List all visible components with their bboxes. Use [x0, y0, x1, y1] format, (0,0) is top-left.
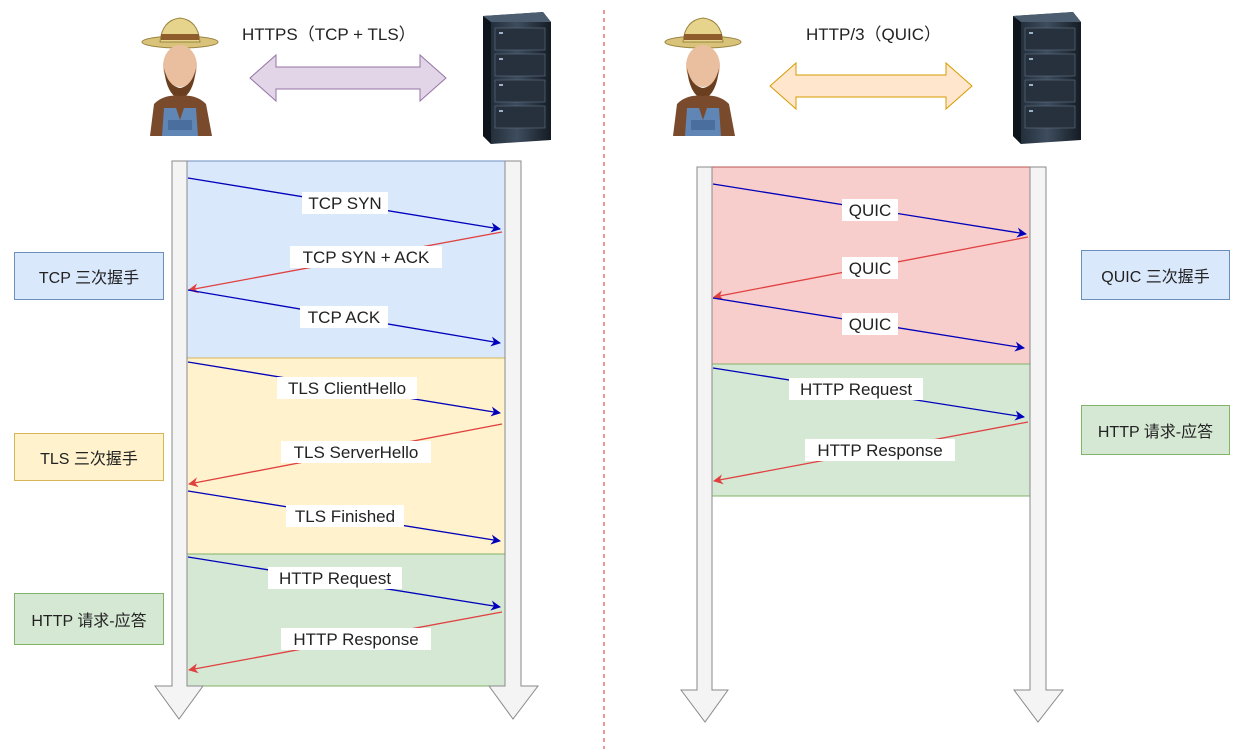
http3-http-exchange-label: HTTP 请求-应答: [1081, 405, 1230, 455]
http3-http-request-label: HTTP Request: [800, 380, 912, 399]
tls-clienthello-label: TLS ClientHello: [288, 379, 406, 398]
server-lifeline: [1013, 166, 1065, 723]
https-protocol-title: HTTPS（TCP + TLS）: [242, 25, 416, 44]
quic-handshake-label: QUIC 三次握手: [1081, 250, 1230, 300]
https-link-arrow: [249, 53, 447, 103]
https-http-exchange-label: HTTP 请求-应答: [14, 593, 164, 645]
farmer-user-icon: [664, 17, 742, 136]
tcp-syn-ack-label: TCP SYN + ACK: [303, 248, 430, 267]
tcp-ack-label: TCP ACK: [308, 308, 381, 327]
server-lifeline: [488, 160, 540, 720]
http3-http-response-label: HTTP Response: [817, 441, 942, 460]
quic-2-label: QUIC: [849, 259, 892, 278]
https-http-response-label: HTTP Response: [293, 630, 418, 649]
server-rack-icon: [1013, 12, 1081, 144]
tls-finished-label: TLS Finished: [295, 507, 395, 526]
quic-1-label: QUIC: [849, 201, 892, 220]
tls-serverhello-label: TLS ServerHello: [294, 443, 419, 462]
farmer-user-icon: [141, 17, 219, 136]
client-lifeline: [680, 166, 729, 723]
http3-protocol-title: HTTP/3（QUIC）: [806, 25, 942, 44]
quic-link-arrow: [769, 61, 973, 111]
client-lifeline: [154, 160, 204, 720]
quic-3-label: QUIC: [849, 315, 892, 334]
server-rack-icon: [483, 12, 551, 144]
tcp-handshake-label: TCP 三次握手: [14, 252, 164, 300]
tls-handshake-label: TLS 三次握手: [14, 433, 164, 481]
tcp-syn-label: TCP SYN: [308, 194, 381, 213]
https-http-request-label: HTTP Request: [279, 569, 391, 588]
